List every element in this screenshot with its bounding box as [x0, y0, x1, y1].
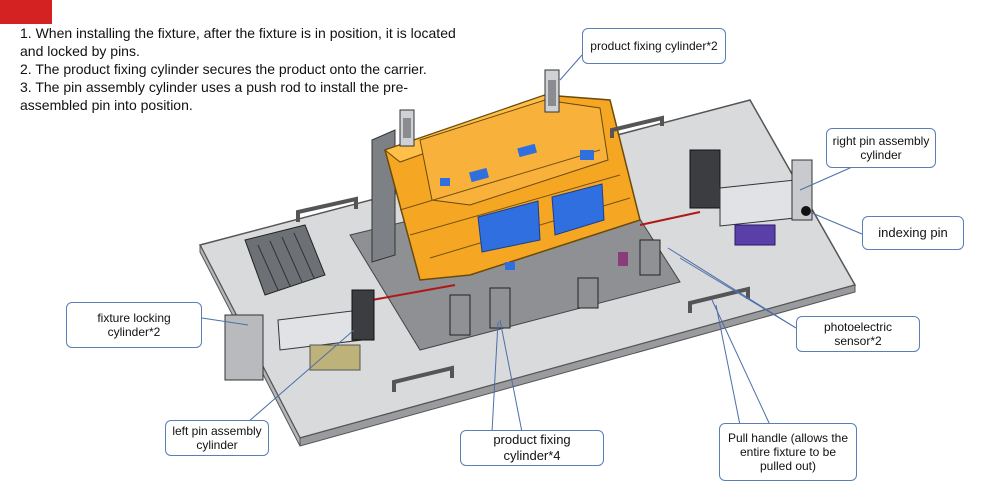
note-3: 3. The pin assembly cylinder uses a push… — [20, 79, 409, 113]
callout-left-pin-assembly-cylinder: left pin assembly cylinder — [165, 420, 269, 456]
notes-text: 1. When installing the fixture, after th… — [20, 24, 470, 114]
product-window-left — [477, 200, 541, 253]
callout-photoelectric-sensor: photoelectric sensor*2 — [796, 316, 920, 352]
callout-fixture-locking-cylinder: fixture locking cylinder*2 — [66, 302, 202, 348]
top-product-fixing-cylinders — [399, 69, 560, 147]
sensor-beam-left — [371, 284, 456, 301]
right-pin-assembly-cylinder-part — [689, 149, 813, 246]
note-2: 2. The product fixing cylinder secures t… — [20, 61, 427, 77]
product-part — [383, 94, 641, 281]
note-1: 1. When installing the fixture, after th… — [20, 25, 456, 59]
pull-handles — [296, 115, 750, 392]
callout-pull-handle: Pull handle (allows the entire fixture t… — [719, 423, 857, 481]
valve-block — [244, 224, 326, 296]
bottom-product-fixing-cylinders — [449, 239, 661, 336]
leader-lines — [201, 54, 869, 433]
callout-product-fixing-cylinder-4: product fixing cylinder*4 — [460, 430, 604, 466]
callout-indexing-pin: indexing pin — [862, 216, 964, 250]
left-pin-assembly-cylinder-part — [224, 289, 375, 381]
indexing-pin-marker — [801, 206, 811, 216]
sensor-beam-right — [639, 211, 701, 226]
callout-right-pin-assembly-cylinder: right pin assembly cylinder — [826, 128, 936, 168]
red-header-tab — [0, 0, 52, 24]
callout-product-fixing-cylinder-2: product fixing cylinder*2 — [582, 28, 726, 64]
product-window-right — [551, 183, 605, 236]
